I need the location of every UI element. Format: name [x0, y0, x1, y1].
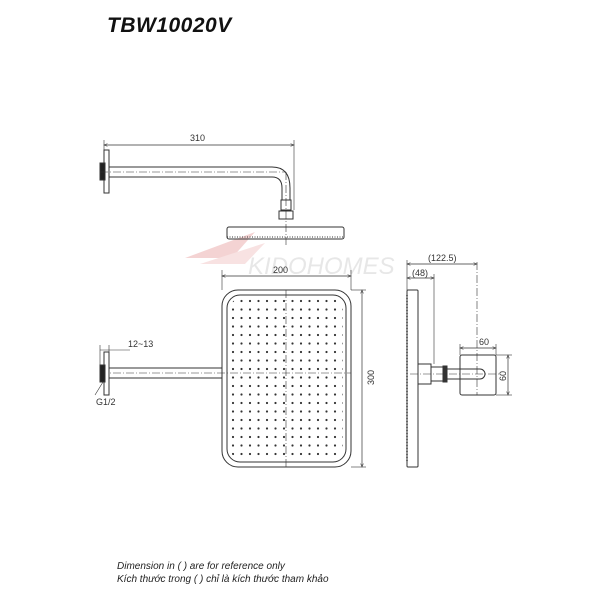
note-vietnamese: Kích thước trong ( ) chỉ là kích thước t… — [117, 574, 329, 585]
dim-head-height: 300 — [366, 370, 376, 385]
dim-head-width: 200 — [273, 265, 288, 275]
dim-arm-length: 310 — [190, 133, 205, 143]
model-title: TBW10020V — [107, 14, 232, 37]
dim-thread: G1/2 — [96, 397, 116, 407]
dim-bracket-height: 60 — [498, 371, 508, 381]
dim-bracket-width: 60 — [479, 337, 489, 347]
dim-wall-gap: 12~13 — [128, 339, 153, 349]
notes: Dimension in ( ) are for reference only … — [117, 560, 329, 586]
side-view — [406, 260, 512, 468]
front-view — [94, 270, 366, 467]
dim-depth-total: (122.5) — [428, 253, 457, 263]
note-english: Dimension in ( ) are for reference only — [117, 561, 285, 572]
dim-head-depth: (48) — [412, 268, 428, 278]
top-view — [99, 140, 345, 245]
